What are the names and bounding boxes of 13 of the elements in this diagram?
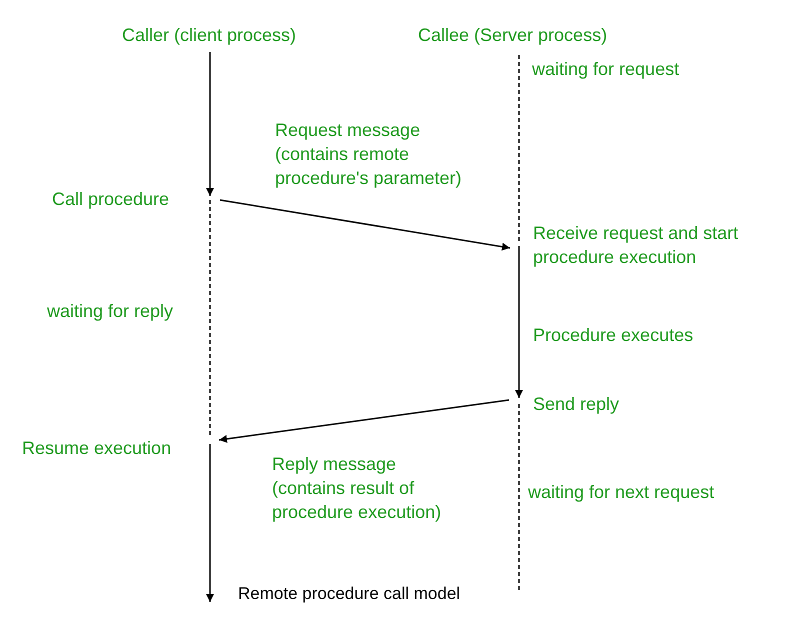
- message-arrow: [220, 199, 510, 251]
- participant-label: Callee (Server process): [418, 24, 608, 47]
- annotation-text: Receive request and start procedure execution: [533, 222, 740, 269]
- annotation-text: waiting for next request: [528, 481, 714, 504]
- annotation-text: Resume execution: [22, 437, 172, 460]
- annotation-text: Send reply: [533, 393, 620, 416]
- caption: Remote procedure call model: [238, 583, 460, 605]
- message-arrow: [218, 399, 510, 443]
- annotation-text: Call procedure: [52, 188, 170, 211]
- annotation-text: waiting for reply: [47, 300, 174, 323]
- participant-label: Caller (client process): [122, 24, 296, 47]
- annotation-text: waiting for request: [532, 58, 680, 81]
- annotation-text: Procedure executes: [533, 324, 694, 347]
